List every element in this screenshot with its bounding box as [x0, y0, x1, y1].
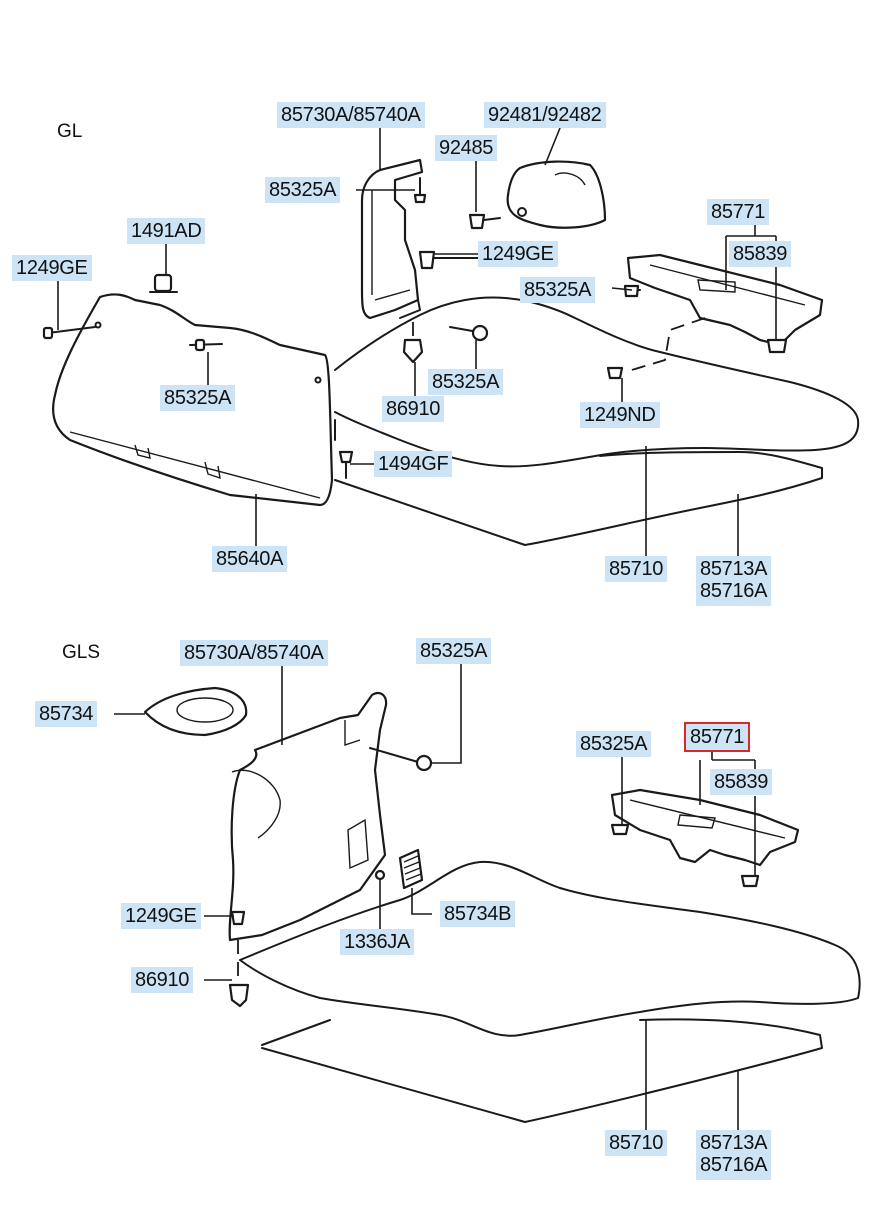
part-label-85710[interactable]: 85710 [605, 556, 668, 582]
part-label-85325a[interactable]: 85325A [160, 385, 236, 411]
part-label-85710[interactable]: 85710 [605, 1130, 668, 1156]
part-label-86910[interactable]: 86910 [382, 396, 445, 422]
gls-leaders [114, 664, 756, 1130]
part-label-1249ge[interactable]: 1249GE [12, 255, 92, 281]
section-title-gl: GL [57, 121, 83, 142]
part-label-85730a-85740a[interactable]: 85730A/85740A [180, 640, 328, 666]
part-label-1249nd[interactable]: 1249ND [580, 402, 660, 428]
part-label-92485[interactable]: 92485 [435, 135, 498, 161]
part-label-85325a[interactable]: 85325A [416, 638, 492, 664]
part-code-85713a: 85713A [700, 1132, 768, 1154]
part-label-1249ge[interactable]: 1249GE [478, 241, 558, 267]
part-label-85730a-85740a[interactable]: 85730A/85740A [277, 102, 425, 128]
part-label-86910[interactable]: 86910 [131, 967, 194, 993]
part-label-85839[interactable]: 85839 [710, 769, 773, 795]
part-label-85713a-85716a[interactable]: 85713A 85716A [696, 556, 772, 606]
part-label-1494gf[interactable]: 1494GF [374, 451, 453, 477]
part-label-85771-selected[interactable]: 85771 [683, 722, 751, 752]
gl-leaders [57, 127, 777, 556]
part-label-85839[interactable]: 85839 [729, 241, 792, 267]
part-label-1336ja[interactable]: 1336JA [340, 929, 415, 955]
part-label-85640a[interactable]: 85640A [212, 546, 288, 572]
part-label-85734[interactable]: 85734 [35, 701, 98, 727]
part-label-85325a[interactable]: 85325A [576, 731, 652, 757]
part-label-85771[interactable]: 85771 [707, 199, 770, 225]
part-label-85325a[interactable]: 85325A [265, 177, 341, 203]
part-code-85716a: 85716A [700, 580, 768, 602]
section-title-gls: GLS [62, 642, 101, 663]
part-label-85713a-85716a[interactable]: 85713A 85716A [696, 1130, 772, 1180]
part-label-1491ad[interactable]: 1491AD [127, 218, 206, 244]
part-label-85734b[interactable]: 85734B [440, 901, 516, 927]
gls-illustration [143, 686, 861, 1123]
part-label-85325a[interactable]: 85325A [428, 369, 504, 395]
part-label-1249ge[interactable]: 1249GE [121, 903, 201, 929]
part-code-85716a: 85716A [700, 1154, 768, 1176]
part-label-92481-92482[interactable]: 92481/92482 [484, 102, 606, 128]
part-label-85325a[interactable]: 85325A [520, 277, 596, 303]
part-code-85713a: 85713A [700, 558, 768, 580]
